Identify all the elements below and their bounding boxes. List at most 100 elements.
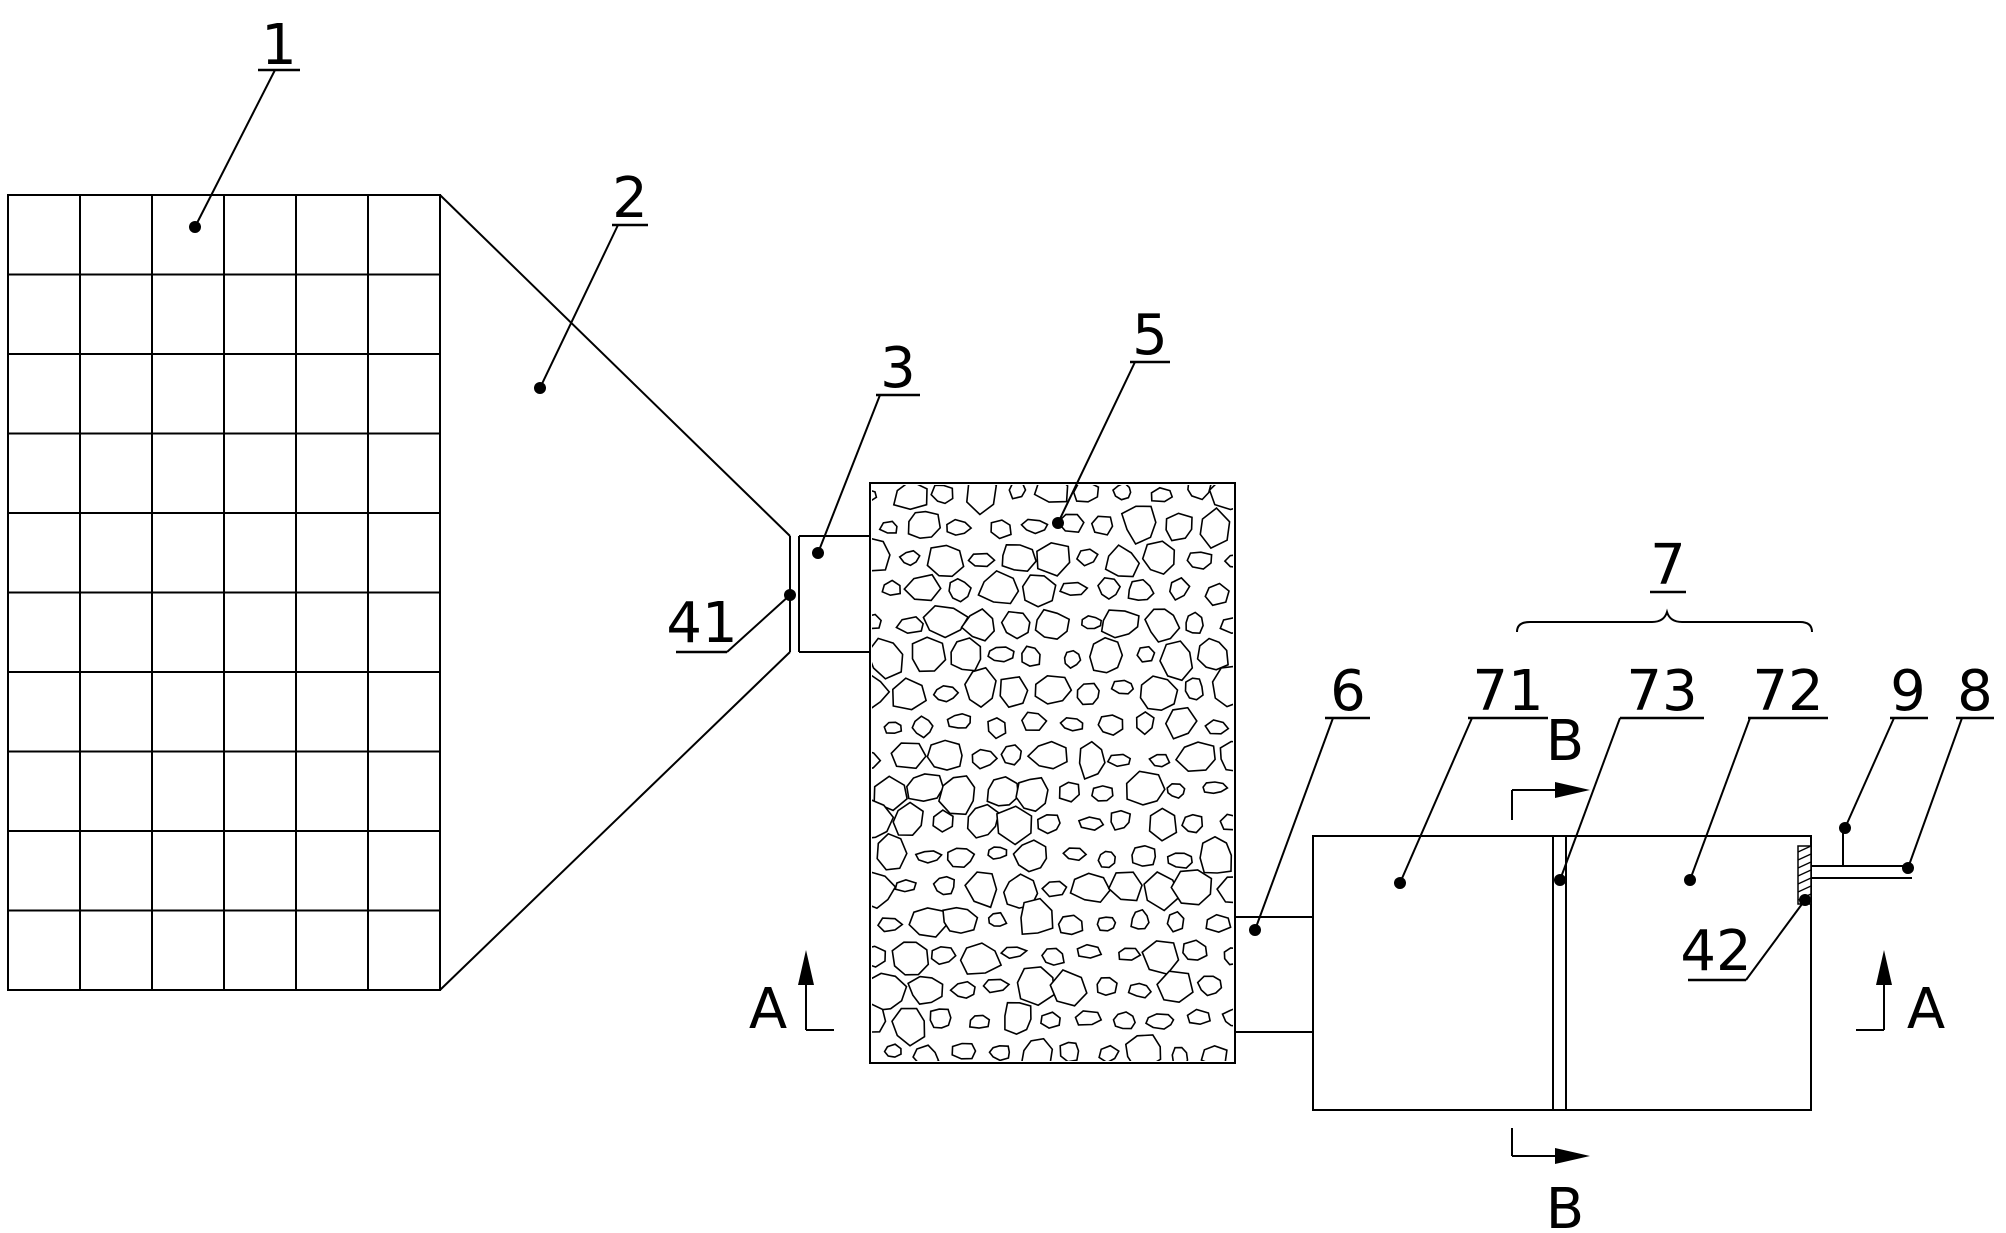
section-a-right-label: A — [1907, 977, 1945, 1042]
gravel-stone — [982, 978, 1011, 994]
gravel-stone — [1144, 1013, 1175, 1030]
gravel-stone — [964, 871, 998, 909]
gravel-stone — [1041, 947, 1065, 966]
gravel-stone — [903, 573, 942, 602]
gravel-stone — [1200, 1045, 1228, 1061]
gravel-stone — [1237, 844, 1266, 872]
gravel-stone — [1016, 966, 1055, 1007]
gravel-stone — [907, 975, 944, 1005]
gravel-stone — [891, 941, 930, 976]
tank-divider-label: 73 — [1626, 659, 1697, 724]
gravel-stone — [1078, 740, 1106, 781]
gravel-stone — [1199, 835, 1233, 874]
gravel-stone — [912, 1044, 940, 1061]
gravel-stone — [946, 712, 972, 729]
gravel-stone — [1049, 969, 1088, 1007]
gravel-stone — [1062, 847, 1088, 862]
gravel-stone — [1112, 485, 1132, 501]
gravel-stone — [1096, 916, 1117, 932]
gravel-stone — [1221, 1008, 1233, 1027]
gravel-stone — [926, 544, 965, 578]
tank-group-brace — [1516, 608, 1813, 633]
gravel-stone — [911, 636, 947, 673]
gravel-stone — [1150, 486, 1174, 503]
gravel-stone — [881, 579, 902, 597]
gravel-stone — [892, 801, 924, 837]
gravel-stone — [1239, 517, 1263, 529]
gravel-stone — [1211, 665, 1233, 708]
gravel-stone — [872, 945, 887, 968]
gravel-stone — [1164, 706, 1198, 740]
gravel-stone — [1036, 542, 1071, 577]
gravel-stone — [872, 613, 882, 630]
tank-right-leader — [1689, 717, 1751, 881]
gravel-stone — [1219, 813, 1233, 831]
screen-41-label: 41 — [666, 591, 737, 656]
gravel-stone — [942, 906, 979, 934]
gravel-stone — [883, 1043, 902, 1058]
gravel-stone — [1223, 947, 1233, 966]
gravel-stone — [872, 674, 891, 709]
gravel-stone — [1244, 980, 1262, 996]
gravel-stone — [987, 846, 1008, 860]
gravel-stone — [929, 1008, 952, 1029]
gravel-stone — [872, 751, 882, 769]
gravel-stone — [1239, 784, 1264, 800]
tank-left-label: 71 — [1472, 659, 1543, 724]
gravel-stone — [907, 510, 942, 540]
tank-right-label: 72 — [1752, 659, 1823, 724]
gravel-stone — [1166, 782, 1186, 800]
gravel-stone — [1125, 770, 1166, 806]
gravel-stone — [1020, 897, 1054, 936]
gravel-stone — [1015, 776, 1049, 813]
gravel-stone — [1059, 716, 1084, 732]
gravel-stone — [932, 809, 954, 833]
tank-divider-leader — [1559, 717, 1621, 881]
gravel-stone — [1143, 871, 1181, 912]
gravel-stone — [1170, 869, 1213, 906]
gravel-stone — [894, 879, 918, 893]
gravel-stone — [1098, 1044, 1120, 1061]
gravel-stone — [1159, 640, 1194, 682]
gravel-stone — [971, 748, 999, 770]
gravel-stone — [1069, 872, 1111, 904]
grid-panel — [7, 194, 441, 991]
gravel-stone — [1020, 518, 1049, 535]
gravel-stone — [965, 485, 998, 516]
gravel-stone — [905, 773, 945, 803]
gravel-stone — [1076, 682, 1100, 706]
gravel-stone — [883, 721, 903, 735]
gravel-stone — [891, 1007, 926, 1047]
gravel-stone — [930, 945, 957, 966]
gravel-stone — [1236, 643, 1266, 680]
outlet-valve-label: 9 — [1890, 659, 1926, 724]
gravel-stones — [872, 485, 1266, 1061]
gravel-stone — [1131, 844, 1157, 867]
gravel-stone — [1185, 611, 1204, 635]
section-b-top-label: B — [1546, 709, 1584, 774]
gravel-stone — [938, 775, 976, 816]
gravel-stone — [968, 1014, 991, 1029]
gravel-stone — [1148, 807, 1178, 842]
gravel-stone — [876, 832, 908, 871]
gravel-stone — [999, 676, 1029, 709]
tank-group-label: 7 — [1650, 533, 1686, 598]
gravel-stone — [876, 917, 904, 933]
gravel-stone — [1034, 674, 1073, 705]
gravel-stone — [1171, 1046, 1189, 1061]
gravel-stone — [1008, 485, 1027, 500]
gravel-stone — [1135, 711, 1155, 736]
gravel-stone — [1040, 1011, 1061, 1029]
gravel-stone — [908, 907, 947, 938]
gravel-filter-body — [869, 482, 1236, 1064]
gravel-stone — [1120, 505, 1157, 546]
grid-panel-label: 1 — [261, 13, 297, 78]
gravel-stone — [1182, 939, 1208, 961]
gravel-stone — [1239, 579, 1264, 596]
gravel-stone — [1219, 617, 1233, 635]
gravel-stone — [1080, 615, 1103, 630]
section-b-top-marker — [1511, 782, 1590, 820]
gravel-filter-leader — [1057, 361, 1136, 524]
screen-42-leader — [1745, 899, 1806, 981]
gravel-stone — [1106, 753, 1132, 768]
